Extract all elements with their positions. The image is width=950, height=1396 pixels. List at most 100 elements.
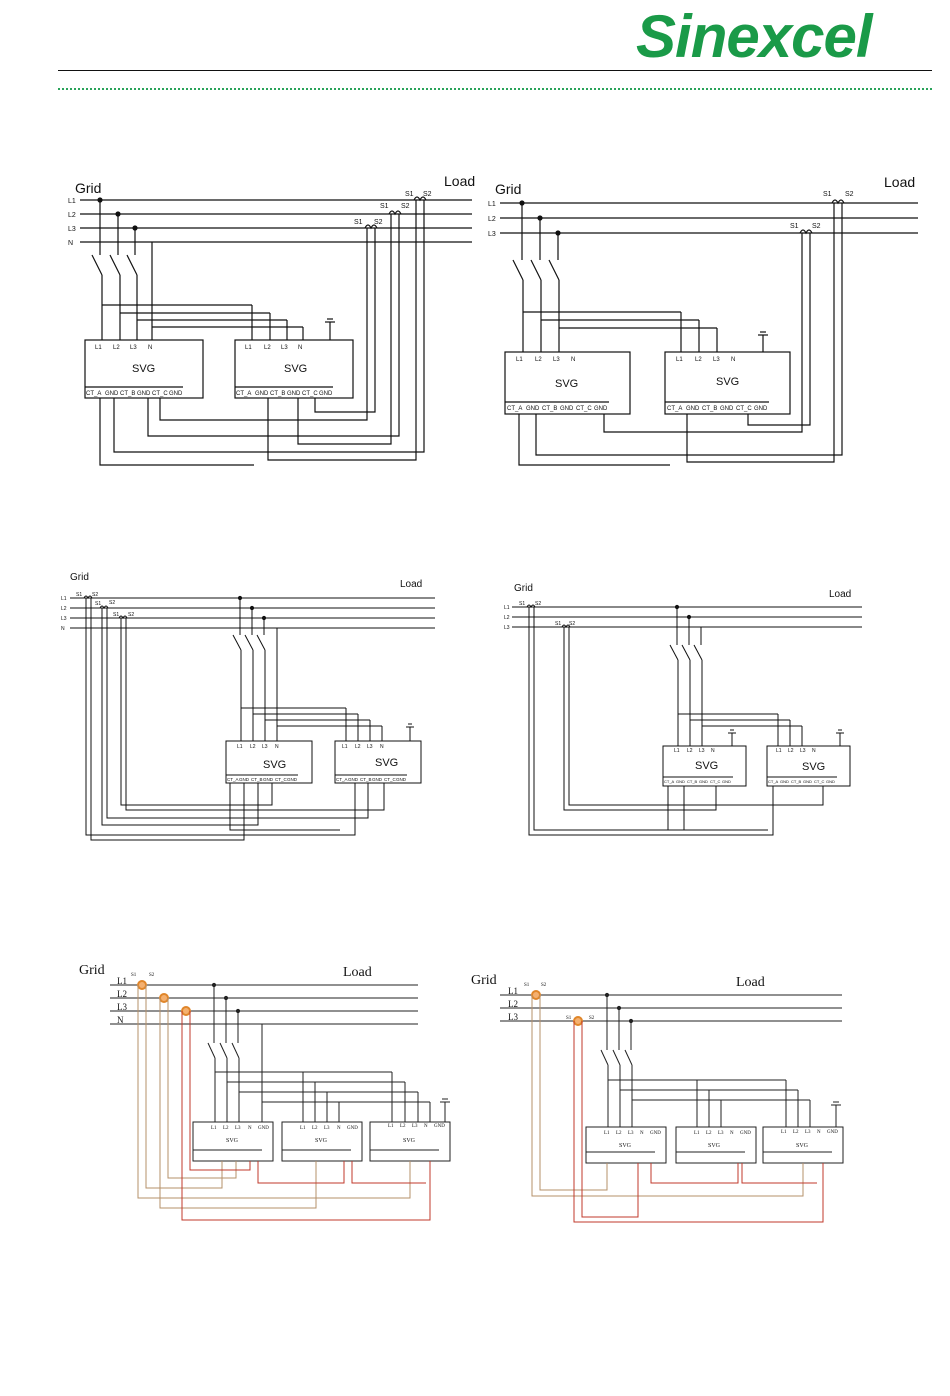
ct-s1-label: S1 [823, 191, 832, 198]
line-label-l3: L3 [504, 625, 510, 631]
terminal-ct-b: CT_B [791, 779, 802, 784]
terminal-l2: L2 [400, 1124, 406, 1129]
terminal-l2: L2 [264, 345, 271, 351]
terminal-l2: L2 [788, 748, 794, 754]
terminal-l1: L1 [776, 748, 782, 754]
line-label-l3: L3 [117, 1002, 127, 1012]
svg-unit-label: SVG [716, 376, 739, 388]
ct-s2-label: S2 [812, 223, 821, 230]
line-label-l2: L2 [504, 615, 510, 621]
terminal-gnd: GND [169, 391, 183, 397]
terminal-ct-b: CT_B [687, 779, 698, 784]
line-label-l1: L1 [504, 605, 510, 611]
ct-s1-label: S1 [354, 219, 363, 226]
ct-s2-label: S2 [401, 203, 410, 210]
ct-s2-label: S2 [541, 983, 547, 988]
terminal-l2: L2 [355, 744, 361, 750]
terminal-ct-b: CT_B [360, 777, 372, 782]
diagram-top-right [500, 199, 918, 466]
terminal-gnd: GND [255, 391, 269, 397]
svg-unit-label: SVG [403, 1138, 416, 1144]
load-label: Load [400, 579, 422, 590]
load-label: Load [829, 589, 851, 600]
svg-unit-label: SVG [796, 1143, 809, 1149]
terminal-gnd: GND [434, 1124, 445, 1129]
ct-s1-label: S1 [405, 191, 414, 198]
ct-s2-label: S2 [589, 1016, 595, 1021]
line-label-l2: L2 [61, 606, 67, 612]
line-label-n: N [117, 1015, 124, 1025]
terminal-l1: L1 [342, 744, 348, 750]
terminal-l3: L3 [262, 744, 268, 750]
ct-s1-label: S1 [113, 612, 119, 618]
terminal-gnd: GND [105, 391, 119, 397]
ct-s2-label: S2 [128, 612, 134, 618]
terminal-n: N [571, 357, 575, 363]
terminal-gnd: GND [287, 391, 301, 397]
terminal-l2: L2 [535, 357, 542, 363]
terminal-gnd: GND [676, 779, 685, 784]
terminal-l2: L2 [312, 1126, 318, 1131]
terminal-l3: L3 [553, 357, 560, 363]
diagram-top-left-labels: Grid Load L1 L2 L3 N S1 S2 S1 S2 S1 S2 L… [68, 173, 475, 397]
diagram-top-left [80, 196, 472, 466]
svg-unit-label: SVG [695, 760, 718, 772]
terminal-ct-a: CT_A [227, 777, 239, 782]
terminal-gnd: GND [347, 1126, 358, 1131]
terminal-gnd: GND [560, 406, 574, 412]
terminal-n: N [337, 1126, 341, 1131]
terminal-gnd: GND [827, 1130, 838, 1135]
ct-s1-label: S1 [566, 1016, 572, 1021]
svg-unit-label: SVG [708, 1143, 721, 1149]
terminal-ct-a: CT_A [667, 406, 682, 412]
grid-label: Grid [70, 572, 89, 583]
terminal-l2: L2 [113, 345, 120, 351]
terminal-l2: L2 [793, 1130, 799, 1135]
diagram-bottom-right-labels: Grid Load L1 L2 L3 S1 S2 S1 S2 L1 L2 L3 … [471, 973, 838, 1149]
diagram-bottom-right [500, 990, 844, 1223]
terminal-n: N [817, 1130, 821, 1135]
terminal-l1: L1 [237, 744, 243, 750]
ct-s2-label: S2 [109, 600, 115, 606]
terminal-gnd: GND [740, 1131, 751, 1136]
line-label-l2: L2 [68, 212, 76, 219]
terminal-gnd: GND [348, 777, 359, 782]
grid-label: Grid [75, 180, 101, 196]
line-label-l1: L1 [68, 198, 76, 205]
terminal-n: N [248, 1126, 252, 1131]
terminal-gnd: GND [137, 391, 151, 397]
ct-s2-label: S2 [423, 191, 432, 198]
ct-s1-label: S1 [131, 973, 137, 978]
line-label-l3: L3 [488, 231, 496, 238]
line-label-l2: L2 [508, 999, 518, 1009]
terminal-n: N [275, 744, 279, 750]
terminal-n: N [711, 748, 715, 754]
ct-s2-label: S2 [92, 592, 98, 598]
ct-s1-label: S1 [555, 621, 561, 627]
diagram-top-right-labels: Grid Load L1 L2 L3 S1 S2 S1 S2 L1 L2 L3 … [488, 174, 915, 412]
ct-s2-label: S2 [374, 219, 383, 226]
terminal-gnd: GND [780, 779, 789, 784]
terminal-gnd: GND [699, 779, 708, 784]
ct-s2-label: S2 [569, 621, 575, 627]
terminal-ct-b: CT_B [251, 777, 263, 782]
ct-s1-label: S1 [790, 223, 799, 230]
terminal-l3: L3 [628, 1131, 634, 1136]
diagram-middle-left [70, 595, 435, 841]
terminal-l1: L1 [245, 345, 252, 351]
ct-s2-label: S2 [149, 973, 155, 978]
terminal-ct-c: CT_C [152, 391, 168, 397]
terminal-gnd: GND [372, 777, 383, 782]
terminal-ct-a: CT_A [664, 779, 675, 784]
grid-label: Grid [471, 973, 497, 988]
terminal-n: N [640, 1131, 644, 1136]
line-label-l2: L2 [488, 216, 496, 223]
terminal-ct-a: CT_A [336, 777, 348, 782]
ct-s2-label: S2 [535, 601, 541, 607]
terminal-l1: L1 [676, 357, 683, 363]
terminal-ct-b: CT_B [270, 391, 285, 397]
svg-unit-label: SVG [619, 1143, 632, 1149]
brand-logo: Sinexcel [636, 3, 872, 70]
ct-s1-label: S1 [76, 592, 82, 598]
terminal-ct-c: CT_C [710, 779, 721, 784]
